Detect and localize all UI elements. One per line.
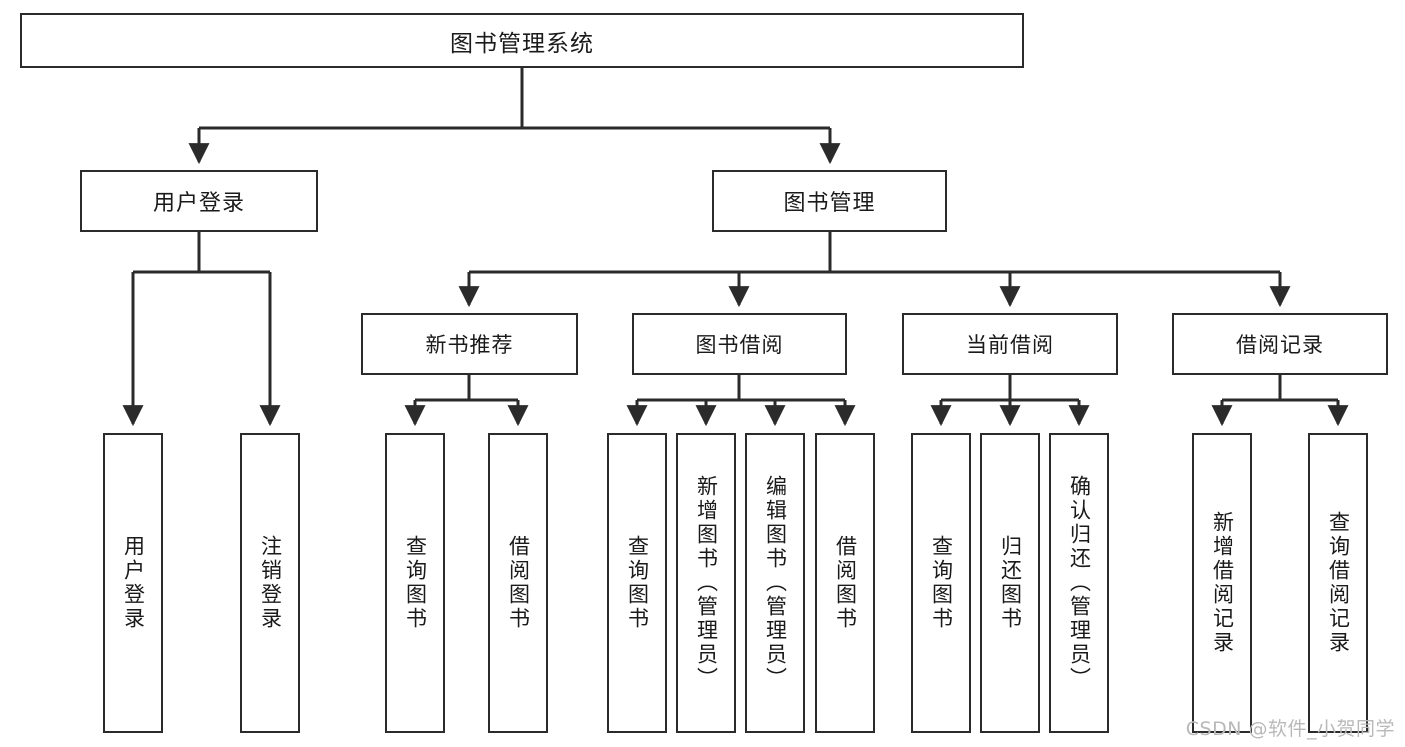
- node-book-management[interactable]: 图书管理: [712, 170, 947, 232]
- node-user-login[interactable]: 用户登录: [80, 170, 318, 232]
- node-label: 查询借阅记录: [1326, 511, 1351, 655]
- node-leaf-add-book-admin[interactable]: 新增图书（管理员）: [676, 433, 736, 733]
- node-label: 用户登录: [121, 535, 146, 631]
- node-label: 新增图书（管理员）: [694, 475, 719, 691]
- node-label: 编辑图书（管理员）: [763, 475, 788, 691]
- node-label: 借阅记录: [1236, 333, 1324, 357]
- node-label: 当前借阅: [966, 333, 1054, 357]
- node-label: 借阅图书: [833, 535, 858, 631]
- node-label: 新增借阅记录: [1210, 511, 1235, 655]
- node-label: 确认归还（管理员）: [1067, 475, 1092, 691]
- node-leaf-query-borrow-record[interactable]: 查询借阅记录: [1308, 433, 1368, 733]
- node-root-book-management-system[interactable]: 图书管理系统: [20, 13, 1024, 68]
- node-leaf-borrow-book-recommend[interactable]: 借阅图书: [488, 433, 548, 733]
- watermark-text: CSDN @软件_小贺同学: [1185, 718, 1395, 740]
- node-label: 用户登录: [152, 191, 245, 216]
- node-label: 图书管理: [783, 191, 876, 216]
- node-book-borrow[interactable]: 图书借阅: [632, 313, 847, 375]
- node-leaf-query-book-current[interactable]: 查询图书: [911, 433, 971, 733]
- node-leaf-add-borrow-record[interactable]: 新增借阅记录: [1192, 433, 1252, 733]
- node-label: 借阅图书: [506, 535, 531, 631]
- node-current-borrow[interactable]: 当前借阅: [902, 313, 1118, 375]
- node-leaf-edit-book-admin[interactable]: 编辑图书（管理员）: [745, 433, 805, 733]
- node-leaf-confirm-return-admin[interactable]: 确认归还（管理员）: [1049, 433, 1109, 733]
- node-label: 归还图书: [998, 535, 1023, 631]
- node-borrow-record[interactable]: 借阅记录: [1172, 313, 1388, 375]
- node-leaf-logout[interactable]: 注销登录: [240, 433, 300, 733]
- node-leaf-user-login[interactable]: 用户登录: [103, 433, 163, 733]
- node-label: 查询图书: [625, 535, 650, 631]
- node-label: 查询图书: [929, 535, 954, 631]
- node-leaf-query-book-borrow[interactable]: 查询图书: [607, 433, 667, 733]
- node-leaf-return-book[interactable]: 归还图书: [980, 433, 1040, 733]
- node-label: 注销登录: [258, 535, 283, 631]
- node-label: 图书管理系统: [450, 30, 594, 57]
- node-label: 图书借阅: [695, 333, 784, 357]
- node-label: 查询图书: [403, 535, 428, 631]
- node-label: 新书推荐: [425, 333, 514, 357]
- node-leaf-query-book-recommend[interactable]: 查询图书: [385, 433, 445, 733]
- node-new-book-recommend[interactable]: 新书推荐: [361, 313, 578, 375]
- node-leaf-borrow-book[interactable]: 借阅图书: [815, 433, 875, 733]
